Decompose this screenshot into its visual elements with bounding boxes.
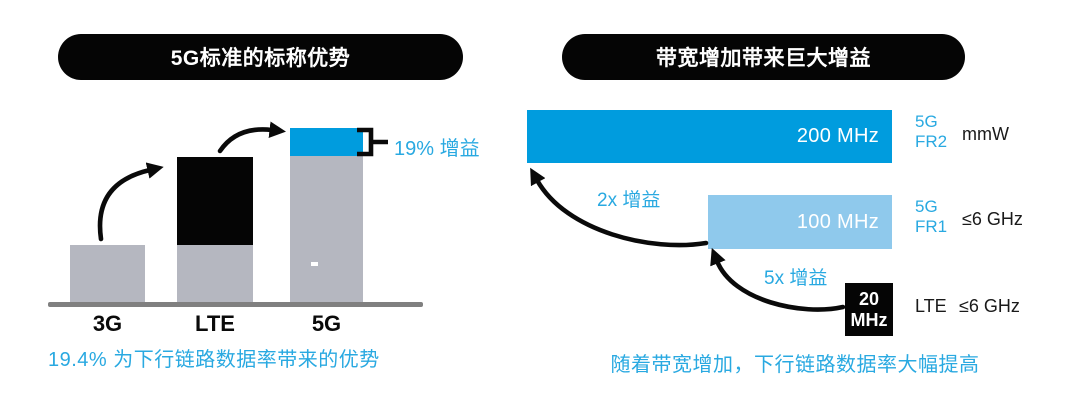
- left-title-pill: 5G标准的标称优势: [58, 34, 463, 80]
- bar-200mhz: 200 MHz: [527, 110, 892, 163]
- bar-20mhz-value-line1: 20: [858, 288, 880, 309]
- xaxis-label-5g: 5G: [311, 311, 342, 336]
- right-title-pill: 带宽增加带来巨大增益: [562, 34, 965, 80]
- gain-5x-annotation: 5x 增益: [764, 268, 828, 289]
- x-axis-baseline: [48, 302, 423, 307]
- bar-200mhz-value: 200 MHz: [796, 125, 879, 147]
- label-5g-fr1-tech: 5G: [915, 197, 938, 216]
- left-title: 5G标准的标称优势: [170, 47, 351, 70]
- label-mmw: mmW: [962, 124, 1009, 144]
- bar-3g: [70, 245, 145, 303]
- bar-5g-gain-segment: [290, 128, 363, 156]
- right-caption: 随着带宽增加，下行链路数据率大幅提高: [610, 354, 980, 376]
- arrow-lte-to-5g-icon: [217, 121, 286, 154]
- left-caption: 19.4% 为下行链路数据率带来的优势: [48, 349, 380, 371]
- gain-19pct-annotation: 19% 增益: [394, 138, 480, 160]
- bar-100mhz-value: 100 MHz: [796, 210, 879, 233]
- arrow-3g-to-lte-icon: [97, 162, 164, 242]
- right-title: 带宽增加带来巨大增益: [656, 47, 871, 70]
- bar-lte-gain-segment: [177, 157, 253, 245]
- gain-2x-annotation: 2x 增益: [597, 190, 661, 211]
- label-5g-fr2: 5G FR2: [915, 112, 947, 152]
- label-5g-fr2-band: FR2: [915, 132, 948, 151]
- bar-100mhz: 100 MHz: [708, 195, 892, 249]
- xaxis-label-3g: 3G: [92, 311, 123, 336]
- label-5g-fr1: 5G FR1: [915, 197, 947, 237]
- xaxis-label-lte: LTE: [195, 311, 235, 336]
- bar-lte-base-segment: [177, 245, 253, 303]
- label-sub6-fr1: ≤6 GHz: [962, 209, 1023, 229]
- bar-5g-dash-mark: [311, 262, 318, 266]
- bar-5g-base-segment: [290, 156, 363, 303]
- bar-20mhz-value-line2: MHz: [850, 309, 888, 330]
- bar-20mhz: 20 MHz: [845, 283, 893, 336]
- label-5g-fr2-tech: 5G: [915, 112, 938, 131]
- label-sub6-lte: ≤6 GHz: [959, 296, 1020, 316]
- label-5g-fr1-band: FR1: [915, 217, 948, 236]
- label-lte: LTE: [915, 296, 947, 316]
